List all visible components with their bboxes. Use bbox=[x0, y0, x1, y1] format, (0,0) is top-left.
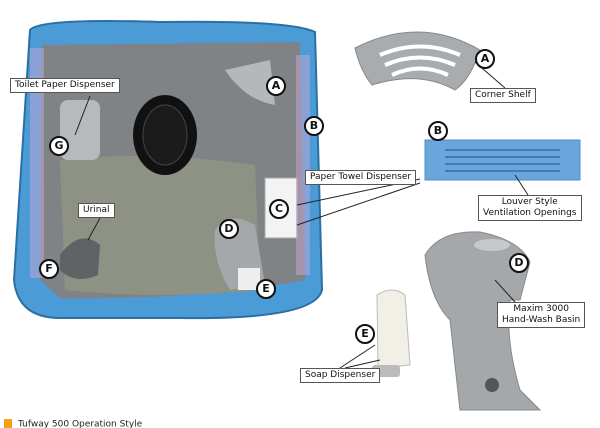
louver-label-line1: Louver Style bbox=[501, 197, 558, 207]
marker-d-detail: D bbox=[509, 253, 529, 273]
corner-shelf-slots bbox=[379, 44, 461, 77]
footer-tab-marker bbox=[4, 419, 12, 428]
hand-wash-basin-label: Maxim 3000 Hand-Wash Basin bbox=[497, 302, 586, 328]
marker-b: B bbox=[304, 116, 324, 136]
soap-dispenser-image bbox=[376, 289, 411, 369]
marker-c: C bbox=[269, 199, 289, 219]
louver-ventilation-label: Louver Style Ventilation Openings bbox=[478, 195, 582, 221]
marker-g: G bbox=[49, 136, 69, 156]
basin-label-line1: Maxim 3000 bbox=[513, 304, 569, 314]
soap-dispenser-label: Soap Dispenser bbox=[300, 368, 381, 383]
corner-shelf-label: Corner Shelf bbox=[470, 88, 536, 103]
footer-caption: Tufway 500 Operation Style bbox=[0, 419, 142, 428]
marker-e-detail: E bbox=[355, 324, 375, 344]
marker-e: E bbox=[256, 279, 276, 299]
louver-label-line2: Ventilation Openings bbox=[483, 208, 577, 218]
marker-f: F bbox=[39, 259, 59, 279]
footer-caption-text: Tufway 500 Operation Style bbox=[18, 419, 143, 428]
marker-a-detail: A bbox=[475, 49, 495, 69]
marker-b-detail: B bbox=[428, 121, 448, 141]
corner-shelf-image bbox=[354, 31, 481, 91]
louver-panel-image bbox=[424, 139, 581, 181]
marker-d: D bbox=[219, 219, 239, 239]
toilet-paper-dispenser-label: Toilet Paper Dispenser bbox=[10, 78, 120, 93]
basin-label-line2: Hand-Wash Basin bbox=[502, 315, 581, 325]
paper-towel-dispenser-label: Paper Towel Dispenser bbox=[305, 170, 417, 185]
marker-a: A bbox=[266, 76, 286, 96]
toilet-unit-top-view bbox=[12, 20, 324, 320]
urinal-label: Urinal bbox=[78, 203, 115, 218]
